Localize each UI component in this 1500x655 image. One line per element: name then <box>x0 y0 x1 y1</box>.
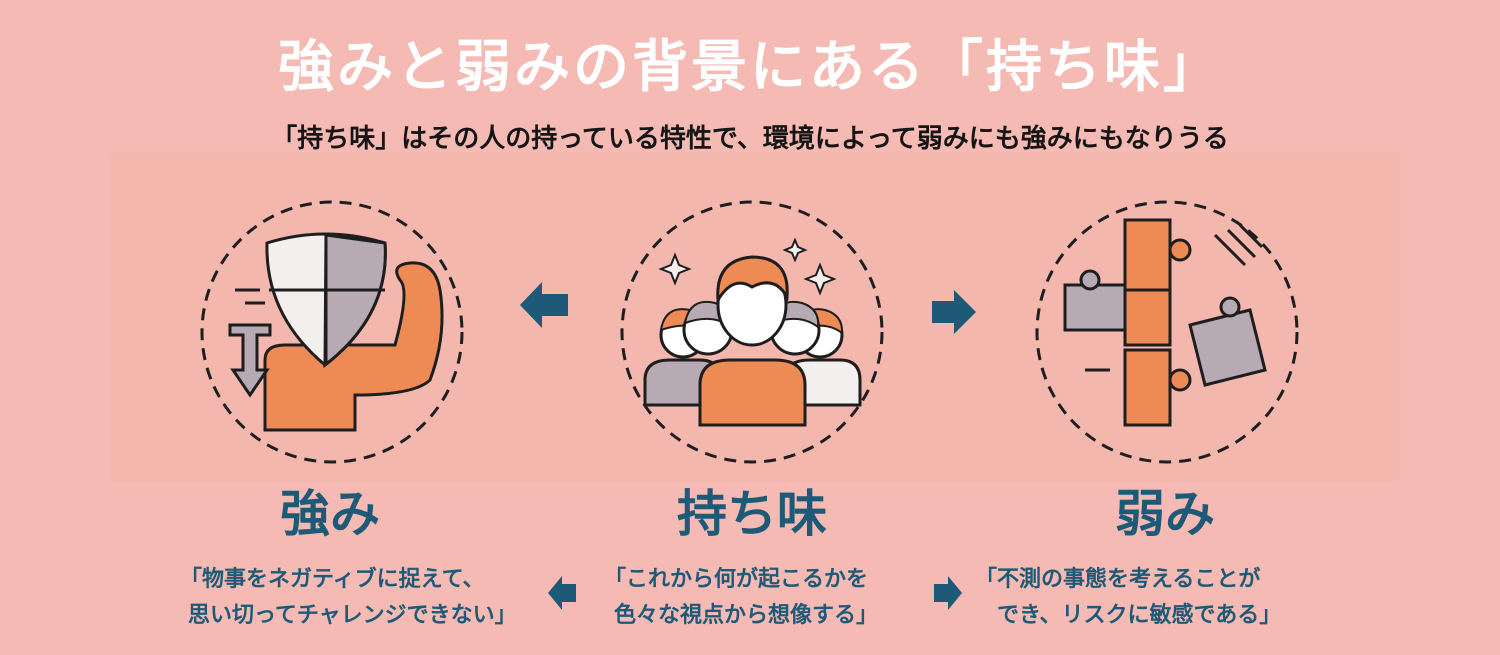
desc-line: 色々な視点から想像する」 <box>614 603 879 628</box>
desc-line: 「物事をネガティブに捉えて、 <box>180 567 485 592</box>
arrow-left-icon <box>548 576 576 614</box>
desc-weakness: 「不測の事態を考えることが でき、リスクに敏感である」 <box>975 562 1281 634</box>
label-strength: 強み <box>280 485 380 543</box>
desc-line: 思い切ってチャレンジできない」 <box>188 603 517 628</box>
label-weakness: 弱み <box>1115 485 1215 543</box>
arrow-right-icon <box>932 290 976 338</box>
desc-line: 「不測の事態を考えることが <box>975 567 1261 592</box>
page-subtitle: 「持ち味」はその人の持っている特性で、環境によって弱みにも強みにもなりうる <box>271 124 1229 154</box>
page-title: 強みと弱みの背景にある「持ち味」 <box>278 35 1222 100</box>
shield-arm-icon <box>195 195 470 474</box>
arrow-right-icon <box>934 576 962 614</box>
desc-line: でき、リスクに敏感である」 <box>997 603 1282 628</box>
label-trait: 持ち味 <box>677 485 827 543</box>
desc-trait: 「これから何が起こるかを 色々な視点から想像する」 <box>604 562 878 634</box>
desc-line: 「これから何が起こるかを <box>604 567 869 592</box>
crowd-icon <box>615 195 890 474</box>
puzzle-icon <box>1030 195 1305 474</box>
arrow-left-icon <box>520 282 568 332</box>
desc-strength: 「物事をネガティブに捉えて、 思い切ってチャレンジできない」 <box>180 562 517 634</box>
